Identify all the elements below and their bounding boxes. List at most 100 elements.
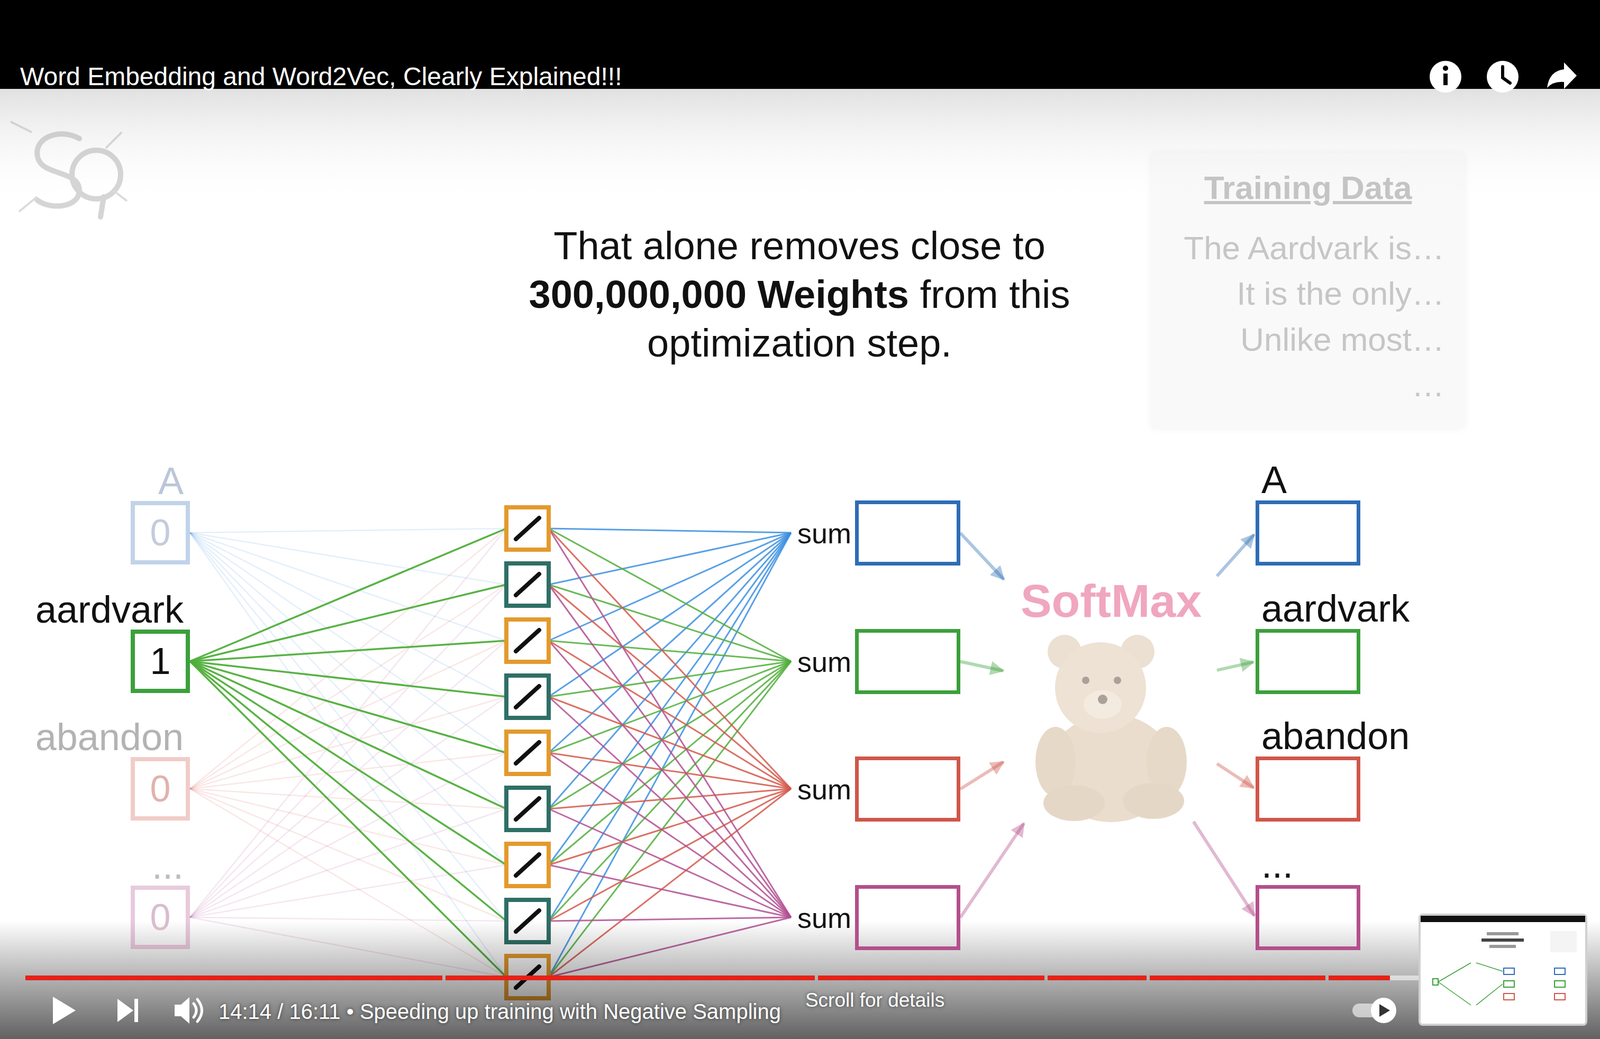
speaker [174, 997, 190, 1024]
activation-symbol [506, 787, 549, 831]
input-wire [189, 661, 507, 753]
thumbnail-box [1554, 980, 1566, 988]
activation-box [506, 675, 549, 718]
volume-icon [174, 997, 203, 1024]
output-word: aardvark [1261, 587, 1410, 630]
video-title: Word Embedding and Word2Vec, Clearly Exp… [20, 61, 623, 92]
thumbnail-text [1489, 944, 1516, 949]
sum-wire [548, 640, 792, 789]
input-wire [189, 584, 507, 789]
output-node: ... [1255, 885, 1361, 951]
sum-wire [548, 661, 792, 809]
label-row: 300,000,000 Weightsfrom this [529, 270, 1071, 320]
identity-slash [515, 854, 540, 876]
thumbnail-lines [1438, 962, 1503, 1006]
thumbnail-box [1554, 968, 1566, 975]
sum-wire [548, 532, 792, 922]
sum-wire [548, 917, 792, 922]
sound-waves [193, 999, 203, 1022]
input-wire [189, 528, 507, 789]
input-wire [189, 532, 507, 585]
progress-played [1149, 975, 1326, 981]
input-word: aardvark [35, 588, 184, 631]
input-value: 0 [150, 512, 171, 554]
activation-symbol [506, 731, 549, 775]
arrow-connector [1193, 821, 1255, 916]
toggle-knob [1370, 997, 1397, 1024]
activation-box [506, 507, 549, 550]
sum-label: sum [797, 901, 852, 934]
progress-played [445, 975, 815, 981]
sum-box: sum [855, 756, 961, 822]
next-triangle [117, 998, 134, 1023]
activation-symbol [506, 507, 549, 550]
sum-wire [548, 865, 792, 918]
input-word: A [158, 460, 184, 503]
activation-symbol [506, 563, 549, 606]
input-node: abandon0 [130, 757, 190, 821]
input-wire [189, 788, 507, 866]
sum-wire [548, 788, 792, 922]
sum-box: sum [855, 885, 961, 951]
input-wire [189, 584, 507, 662]
channel-logo [10, 121, 127, 217]
input-wire [189, 661, 507, 922]
sum-label: sum [797, 644, 852, 678]
sum-wire [548, 584, 792, 918]
sum-wire [548, 696, 792, 918]
bear-nose [1097, 694, 1108, 705]
bear-leg [1043, 785, 1105, 822]
identity-slash [515, 517, 540, 540]
input-wire [189, 696, 507, 918]
arrow-connector [960, 533, 1004, 580]
sum-wire [548, 788, 792, 866]
scroll-hint: Scroll for details [805, 989, 945, 1012]
panel-line: Unlike most… [1240, 316, 1445, 363]
activation-box [506, 563, 549, 606]
progress-bar [25, 975, 1575, 981]
sum-wire [548, 532, 792, 585]
input-word: ... [151, 844, 184, 887]
input-wire [189, 788, 507, 922]
sum-wire [548, 640, 792, 918]
sum-wire [548, 532, 792, 753]
sum-wire [548, 532, 792, 866]
bear-muzzle [1083, 690, 1122, 720]
clock-icon [1486, 60, 1519, 93]
input-wire [189, 640, 507, 789]
thumbnail-text [1486, 932, 1519, 936]
input-wire [189, 532, 507, 753]
next-bar [134, 998, 139, 1023]
sum-label: sum [797, 772, 852, 806]
sum-wire [548, 528, 792, 533]
activation-box [506, 843, 549, 887]
arrow-connector [1216, 661, 1254, 671]
thumbnail-bar [1420, 915, 1586, 923]
activation-symbol [506, 843, 549, 887]
sum-wire [548, 528, 792, 662]
output-node: aardvark [1255, 629, 1361, 695]
caption-text: from this [920, 272, 1071, 317]
input-wire [189, 752, 507, 789]
caption-text: optimization step. [647, 321, 952, 366]
input-value: 1 [150, 641, 171, 683]
identity-slash [515, 574, 540, 596]
logo-tail [100, 196, 104, 217]
training-data-panel: Training DataThe Aardvark is…It is the o… [1151, 152, 1465, 429]
caption-bold: 300,000,000 Weights [529, 272, 910, 317]
input-word: abandon [35, 716, 184, 759]
bear-head [1055, 642, 1147, 734]
input-value: 0 [150, 768, 171, 810]
share-icon [1547, 62, 1577, 89]
softmax-label: SoftMax [1020, 574, 1202, 628]
activation-symbol [506, 675, 549, 718]
activation-box [506, 787, 549, 831]
input-wire [189, 640, 507, 662]
autoplay-toggle [1352, 997, 1397, 1024]
identity-slash [515, 798, 540, 820]
input-node: A0 [130, 501, 190, 565]
input-wire [189, 528, 507, 918]
thumbnail-box [1432, 978, 1439, 986]
progress-played [817, 975, 1045, 981]
bear-leg [1122, 783, 1185, 820]
